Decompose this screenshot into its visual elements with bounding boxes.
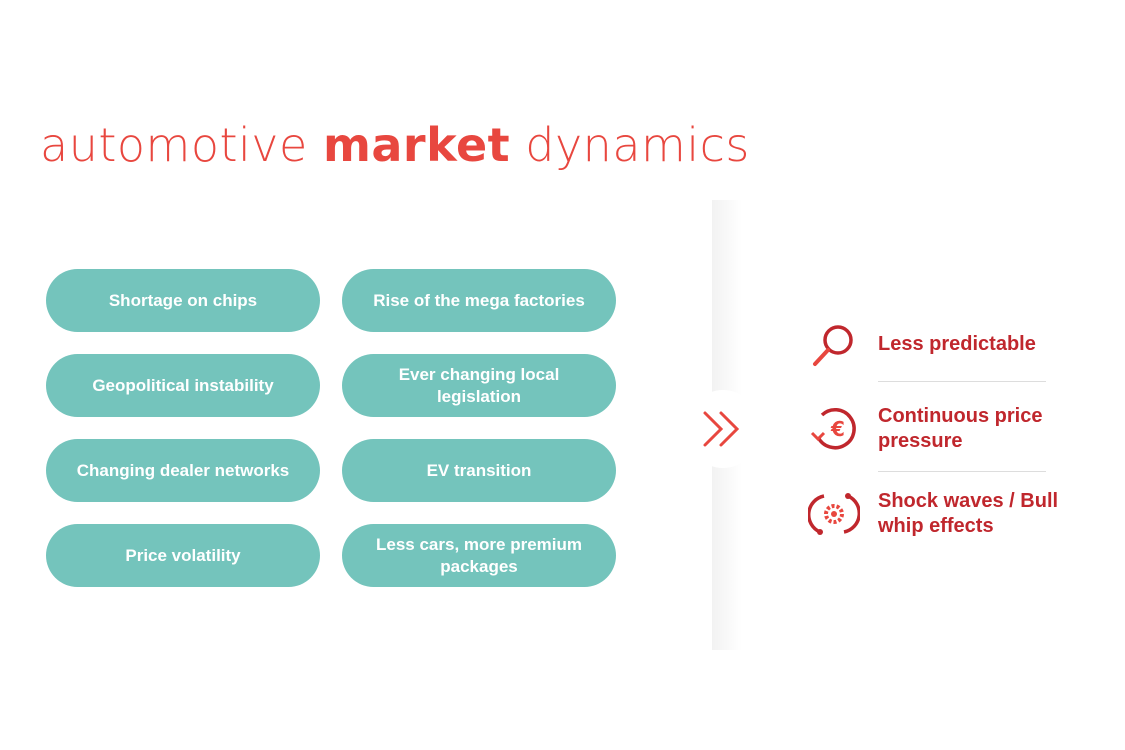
factor-pill: Price volatility [46,524,320,587]
factor-pill: Rise of the mega factories [342,269,616,332]
magnifier-icon [813,325,853,366]
separator [878,381,1046,382]
title-emphasis: market [322,118,511,172]
effect-item: € Continuous price pressure [808,403,1068,455]
effect-item: Shock waves / Bull whip effects [808,488,1068,540]
factor-pill: Less cars, more premium packages [342,524,616,587]
factor-pill: Changing dealer networks [46,439,320,502]
svg-text:€: € [830,417,845,441]
factor-pill: Shortage on chips [46,269,320,332]
title-part: dynamics [510,118,750,172]
double-chevron-right-icon [688,390,758,468]
separator [878,471,1046,472]
factor-pill: Geopolitical instability [46,354,320,417]
title-part: automotive [40,118,323,172]
page-title: automotive market dynamics [40,118,750,172]
effect-label: Shock waves / Bull whip effects [878,490,1059,537]
effect-label: Less predictable [878,332,1036,355]
effect-label: Continuous price pressure [878,405,1043,452]
gear-cycle-icon [808,493,860,535]
effect-item: Less predictable [808,318,1068,370]
euro-cycle-icon: € [810,408,856,450]
factor-pill: EV transition [342,439,616,502]
factor-pill: Ever changing local legislation [342,354,616,417]
